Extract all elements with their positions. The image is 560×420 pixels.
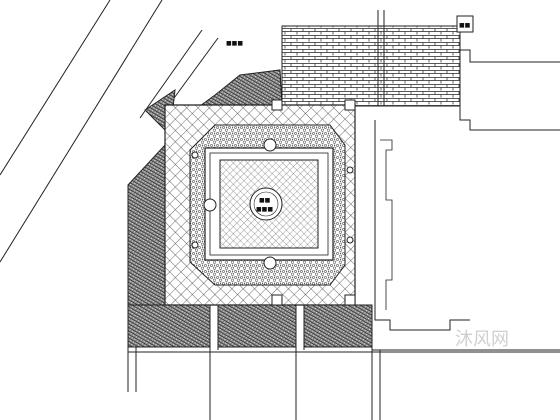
south-paths xyxy=(127,310,560,420)
center-tag: ■■ xyxy=(259,197,271,204)
planting-bed-west xyxy=(127,143,166,306)
planting-bed-northwest xyxy=(198,69,283,107)
building-outline-east xyxy=(371,49,560,351)
north-path-lines xyxy=(377,10,385,106)
kiosk-label: ■■ xyxy=(459,22,471,29)
watermark: 沐风网 xyxy=(455,329,509,350)
building-steps xyxy=(380,139,393,310)
brick-paving-north xyxy=(281,25,461,107)
central-fountain xyxy=(249,187,283,221)
center-subtag: ■■■ xyxy=(256,206,273,213)
central-fountain-inner xyxy=(253,191,279,217)
plaza-niches xyxy=(203,138,277,270)
plaza-piers xyxy=(191,99,356,306)
corner-kiosk xyxy=(456,15,474,33)
road-label: ■■■ xyxy=(226,40,243,47)
south-planting-strips xyxy=(127,304,373,348)
